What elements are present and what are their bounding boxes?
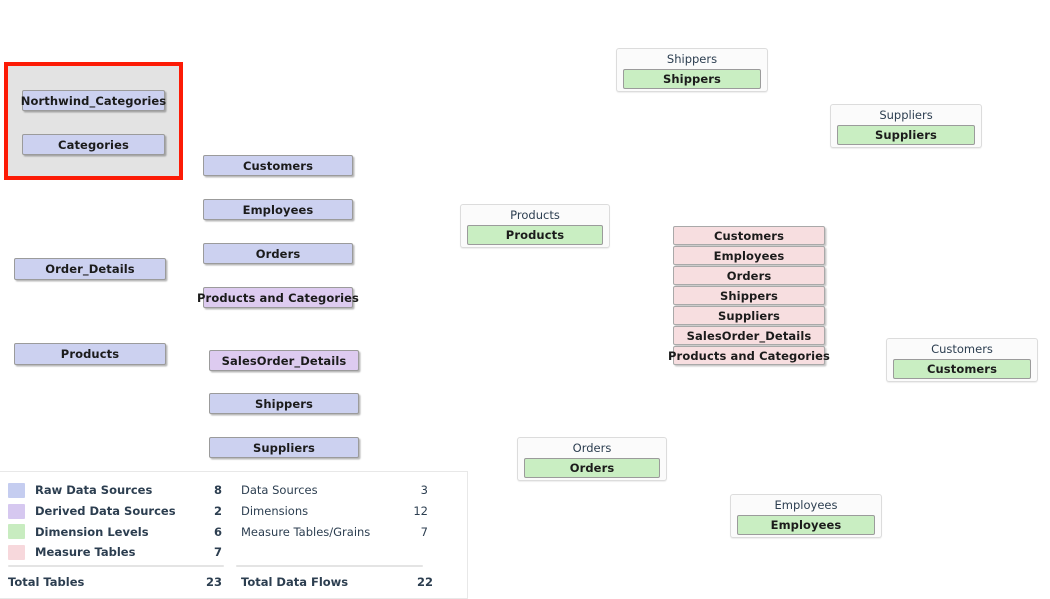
legend-value: 12 bbox=[413, 504, 428, 519]
legend-divider-left bbox=[8, 565, 224, 567]
node-measure-customers[interactable]: Customers bbox=[673, 226, 825, 245]
legend-value: 3 bbox=[420, 483, 428, 498]
node-salesorder-details-derived[interactable]: SalesOrder_Details bbox=[209, 350, 359, 371]
legend-count-column: Data Sources 3 Dimensions 12 Measure Tab… bbox=[236, 480, 432, 542]
legend-label: Derived Data Sources bbox=[35, 504, 176, 519]
legend-row-measure-tables-grains: Measure Tables/Grains 7 bbox=[236, 521, 432, 542]
dimension-group-employees[interactable]: Employees Employees bbox=[730, 494, 882, 538]
node-customers-source[interactable]: Customers bbox=[203, 155, 353, 176]
legend-row-derived-data-sources: Derived Data Sources 2 bbox=[8, 501, 226, 522]
legend-label: Total Data Flows bbox=[241, 575, 349, 589]
node-measure-salesorder-details[interactable]: SalesOrder_Details bbox=[673, 326, 825, 345]
dimension-group-title: Customers bbox=[931, 342, 993, 356]
dimension-group-orders[interactable]: Orders Orders bbox=[517, 437, 667, 481]
legend-label: Dimensions bbox=[241, 504, 309, 519]
legend-label: Data Sources bbox=[241, 483, 318, 498]
node-categories[interactable]: Categories bbox=[22, 134, 165, 155]
legend-label: Dimension Levels bbox=[35, 524, 149, 539]
node-products-and-categories-derived[interactable]: Products and Categories bbox=[197, 287, 359, 308]
legend-value: 22 bbox=[416, 575, 433, 589]
legend-row-dimension-levels: Dimension Levels 6 bbox=[8, 521, 226, 542]
legend-divider-right bbox=[236, 565, 423, 567]
node-measure-suppliers[interactable]: Suppliers bbox=[673, 306, 825, 325]
legend-value: 7 bbox=[213, 545, 222, 560]
node-northwind-categories[interactable]: Northwind_Categories bbox=[21, 90, 166, 111]
legend-swatch-raw bbox=[8, 482, 25, 498]
node-measure-products-and-categories[interactable]: Products and Categories bbox=[668, 346, 830, 365]
legend-total-tables: Total Tables 23 bbox=[8, 572, 226, 592]
dimension-group-products[interactable]: Products Products bbox=[460, 204, 610, 248]
legend-swatch-measure bbox=[8, 544, 25, 560]
dimension-group-title: Suppliers bbox=[879, 108, 933, 122]
legend-row-raw-data-sources: Raw Data Sources 8 bbox=[8, 480, 226, 501]
node-shippers-source[interactable]: Shippers bbox=[209, 393, 359, 414]
node-measure-shippers[interactable]: Shippers bbox=[673, 286, 825, 305]
legend-row-data-sources: Data Sources 3 bbox=[236, 480, 432, 501]
selected-data-source-group[interactable]: Northwind_Categories Categories bbox=[4, 62, 183, 180]
node-level-suppliers[interactable]: Suppliers bbox=[837, 125, 975, 145]
dimension-group-title: Products bbox=[510, 208, 560, 222]
legend-total-data-flows: Total Data Flows 22 bbox=[241, 572, 437, 592]
legend-value: 7 bbox=[420, 524, 428, 539]
node-level-employees[interactable]: Employees bbox=[737, 515, 875, 535]
node-measure-employees[interactable]: Employees bbox=[673, 246, 825, 265]
node-products-source[interactable]: Products bbox=[14, 343, 166, 365]
node-level-shippers[interactable]: Shippers bbox=[623, 69, 761, 89]
legend-label: Measure Tables bbox=[35, 545, 136, 560]
legend-value: 8 bbox=[213, 483, 222, 498]
node-level-products[interactable]: Products bbox=[467, 225, 603, 245]
dimension-group-shippers[interactable]: Shippers Shippers bbox=[616, 48, 768, 92]
legend-label: Total Tables bbox=[8, 575, 85, 589]
legend-label: Measure Tables/Grains bbox=[241, 524, 371, 539]
dimension-group-title: Orders bbox=[572, 441, 612, 455]
node-measure-orders[interactable]: Orders bbox=[673, 266, 825, 285]
node-level-orders[interactable]: Orders bbox=[524, 458, 660, 478]
legend-row-measure-tables: Measure Tables 7 bbox=[8, 542, 226, 563]
node-level-customers[interactable]: Customers bbox=[893, 359, 1031, 379]
dimension-group-suppliers[interactable]: Suppliers Suppliers bbox=[830, 104, 982, 148]
legend-value: 2 bbox=[213, 504, 222, 519]
node-suppliers-source[interactable]: Suppliers bbox=[209, 437, 359, 458]
legend-value: 6 bbox=[213, 524, 222, 539]
node-order-details[interactable]: Order_Details bbox=[14, 258, 166, 280]
legend-row-dimensions: Dimensions 12 bbox=[236, 501, 432, 522]
dimension-group-title: Employees bbox=[774, 498, 838, 512]
legend-type-column: Raw Data Sources 8 Derived Data Sources … bbox=[8, 480, 226, 563]
dimension-group-title: Shippers bbox=[666, 52, 718, 66]
legend-value: 23 bbox=[205, 575, 222, 589]
node-orders-source[interactable]: Orders bbox=[203, 243, 353, 264]
dimension-group-customers[interactable]: Customers Customers bbox=[886, 338, 1038, 382]
node-employees-source[interactable]: Employees bbox=[203, 199, 353, 220]
legend-swatch-derived bbox=[8, 503, 25, 519]
legend-label: Raw Data Sources bbox=[35, 483, 153, 498]
legend-panel: Raw Data Sources 8 Derived Data Sources … bbox=[0, 471, 468, 599]
legend-swatch-level bbox=[8, 524, 25, 540]
